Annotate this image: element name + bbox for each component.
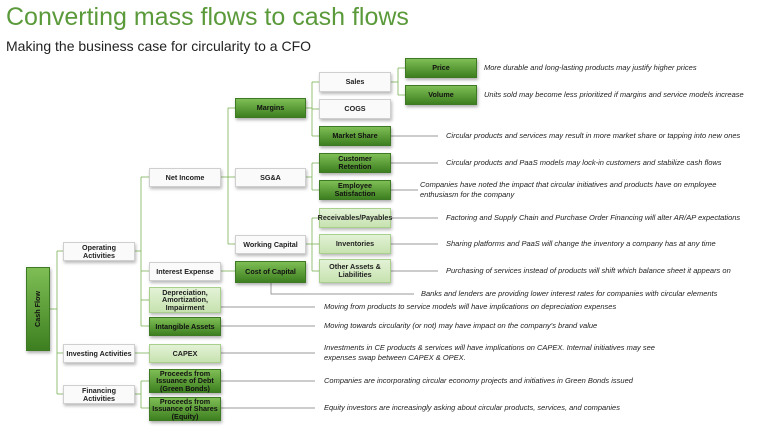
volume-node: Volume xyxy=(405,85,477,105)
note-capex: Investments in CE products & services wi… xyxy=(324,343,655,362)
note-depreciation: Moving from products to service models w… xyxy=(324,302,617,311)
note-receivables: Factoring and Supply Chain and Purchase … xyxy=(446,213,741,222)
working-capital-node: Working Capital xyxy=(235,235,306,254)
page-title: Converting mass flows to cash flows xyxy=(6,3,409,31)
note-intangible: Moving towards circularity (or not) may … xyxy=(324,321,598,330)
note-shares: Equity investors are increasingly asking… xyxy=(324,403,620,412)
note-employee-satisfaction: Companies have noted the impact that cir… xyxy=(420,180,717,199)
financing-activities-node: Financing Activities xyxy=(63,385,135,404)
interest-expense-node: Interest Expense xyxy=(149,262,221,281)
margins-node: Margins xyxy=(235,98,306,118)
other-assets-liabilities-node: Other Assets & Liabilities xyxy=(319,259,391,283)
cash-flow-node: Cash Flow xyxy=(26,267,50,351)
page-subtitle: Making the business case for circularity… xyxy=(6,38,312,54)
debt-issuance-node: Proceeds from Issuance of Debt (Green Bo… xyxy=(149,369,221,393)
share-issuance-node: Proceeds from Issuance of Shares (Equity… xyxy=(149,397,221,421)
price-node: Price xyxy=(405,58,477,78)
cost-of-capital-node: Cost of Capital xyxy=(235,261,306,283)
sga-node: SG&A xyxy=(235,168,306,187)
depreciation-node: Depreciation, Amortization, Impairment xyxy=(149,287,221,313)
note-inventories: Sharing platforms and PaaS will change t… xyxy=(446,239,716,248)
receivables-payables-node: Receivables/Payables xyxy=(318,208,392,228)
note-volume: Units sold may become less prioritized i… xyxy=(484,90,744,99)
note-price: More durable and long-lasting products m… xyxy=(484,63,697,72)
note-market-share: Circular products and services may resul… xyxy=(446,131,741,140)
net-income-node: Net Income xyxy=(149,168,221,187)
note-cost-of-capital: Banks and lenders are providing lower in… xyxy=(421,289,718,298)
investing-activities-node: Investing Activities xyxy=(63,344,135,363)
market-share-node: Market Share xyxy=(319,126,391,146)
operating-activities-node: Operating Activities xyxy=(63,242,135,261)
note-debt: Companies are incorporating circular eco… xyxy=(324,376,633,385)
note-other-assets: Purchasing of services instead of produc… xyxy=(446,266,731,275)
intangible-assets-node: Intangible Assets xyxy=(149,317,221,336)
sales-node: Sales xyxy=(319,72,391,92)
capex-node: CAPEX xyxy=(149,344,221,363)
note-customer-retention: Circular products and PaaS models may lo… xyxy=(446,158,722,167)
customer-retention-node: Customer Retention xyxy=(319,153,391,173)
cogs-node: COGS xyxy=(319,99,391,119)
employee-satisfaction-node: Employee Satisfaction xyxy=(319,180,391,200)
inventories-node: Inventories xyxy=(319,234,391,254)
